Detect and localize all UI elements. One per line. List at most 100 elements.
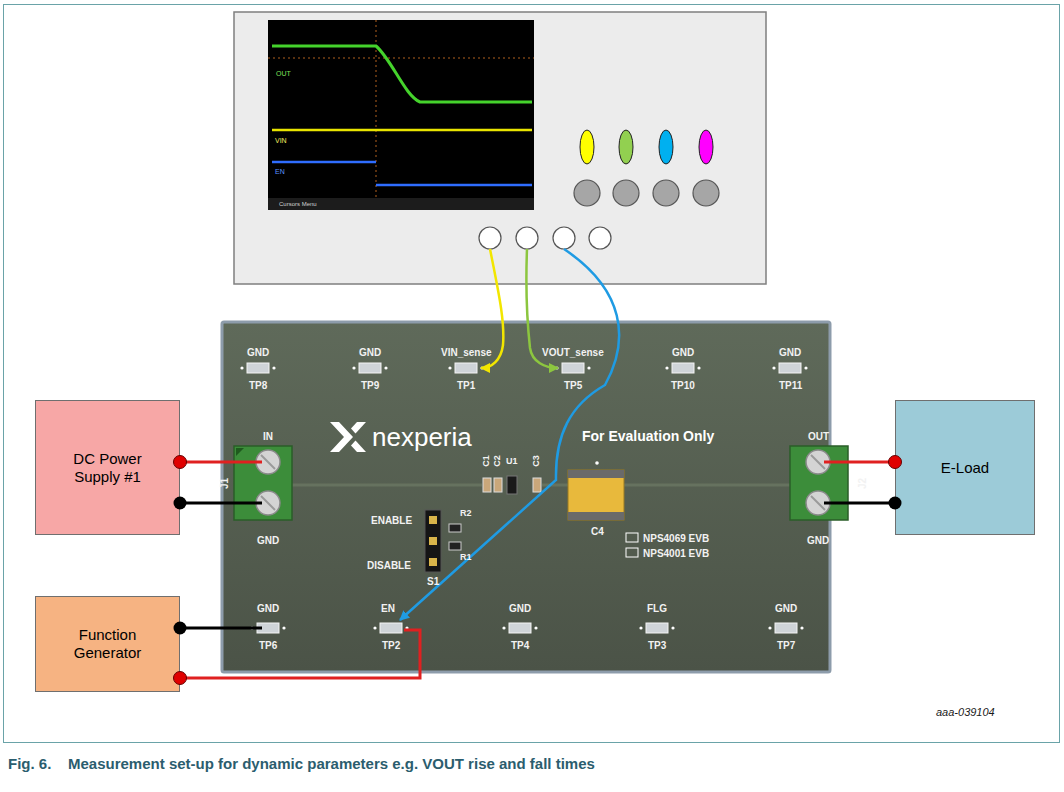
test-point-label: TP1 (457, 380, 475, 391)
jumper-position: ENABLE (371, 515, 412, 526)
jumper-and-resistors (449, 542, 461, 550)
oscilloscope (234, 12, 766, 284)
component-label: C3 (532, 455, 542, 467)
terminal-block-j2 (811, 496, 825, 510)
power-wires (824, 461, 895, 464)
instrument-box: E-Load (895, 400, 1035, 535)
pin-name: GND (672, 347, 694, 358)
terminal-block-j1 (261, 496, 275, 510)
instrument-box: Function Generator (35, 596, 180, 692)
oscilloscope (619, 130, 633, 164)
capacitors-and-ic (483, 461, 624, 520)
test-point-pads (646, 623, 668, 633)
capacitors-and-ic (595, 461, 599, 465)
instrument-name: Function Generator (56, 626, 160, 662)
component-label: S1 (427, 576, 439, 587)
channel-label: VIN (275, 137, 287, 145)
test-point-label: TP10 (671, 380, 695, 391)
test-point-pads (448, 366, 451, 369)
test-point-pads (352, 366, 355, 369)
terminal-dots (174, 456, 187, 469)
oscilloscope (268, 58, 534, 59)
test-point-pads (359, 363, 381, 373)
test-point-pads (697, 366, 700, 369)
terminal-block-j1 (234, 446, 292, 520)
test-point-pads (380, 623, 402, 633)
test-point-pads (672, 363, 694, 373)
component-label: R2 (460, 509, 472, 519)
logo-text: nexperia (372, 423, 472, 452)
oscilloscope (234, 12, 766, 284)
test-point-pads (272, 366, 275, 369)
power-wires (180, 461, 262, 464)
pin-name: GND (779, 347, 801, 358)
test-point-pads (240, 366, 243, 369)
test-point-label: TP9 (361, 380, 379, 391)
jumper-and-resistors (425, 510, 441, 572)
test-point-pads (502, 626, 505, 629)
test-point-pads (534, 626, 537, 629)
terminal-label: GND (257, 535, 279, 546)
component-label: C2 (493, 455, 503, 467)
signal-name: FLG (647, 603, 667, 614)
terminal-label: OUT (808, 431, 829, 442)
instrument-name: E-Load (941, 459, 989, 477)
capacitors-and-ic (533, 478, 541, 492)
jumper-and-resistors (429, 558, 437, 566)
oscilloscope (479, 227, 501, 249)
terminal-block-j1 (234, 446, 292, 520)
test-point-pads (562, 363, 584, 373)
terminal-label: GND (807, 535, 829, 546)
nexperia-logo-mark (330, 422, 353, 452)
test-point-pads (800, 626, 803, 629)
nexperia-logo-mark (351, 441, 366, 453)
variant-label: NPS4001 EVB (643, 548, 709, 559)
power-wires (180, 502, 262, 505)
oscilloscope (699, 130, 713, 164)
test-point-pads (665, 366, 668, 369)
terminal-block-j1 (236, 448, 244, 456)
oscilloscope (516, 227, 538, 249)
signal-name: EN (381, 603, 395, 614)
oscilloscope (659, 130, 673, 164)
test-point-pads (639, 626, 642, 629)
test-point-pads (804, 366, 807, 369)
component-label: U1 (506, 457, 518, 467)
test-point-label: TP4 (511, 640, 529, 651)
figure-caption: Fig. 6. Measurement set-up for dynamic p… (8, 756, 595, 773)
jumper-and-resistors (449, 524, 461, 532)
oscilloscope (272, 129, 532, 132)
oscilloscope (272, 162, 532, 185)
terminal-block-j2 (790, 446, 848, 520)
oscilloscope (693, 180, 719, 206)
test-point-pads (587, 366, 590, 369)
pin-name: GND (509, 603, 531, 614)
test-point-pads (247, 363, 269, 373)
terminal-label: IN (263, 431, 273, 442)
channel-label: OUT (276, 70, 291, 78)
test-point-pads (779, 363, 801, 373)
capacitors-and-ic (494, 478, 502, 492)
oscilloscope (553, 227, 575, 249)
oscilloscope (268, 20, 534, 210)
figure-frame (4, 5, 1060, 743)
capacitors-and-ic (483, 478, 491, 492)
instrument-name: DC Power Supply #1 (56, 450, 160, 486)
terminal-dots (889, 456, 902, 469)
oscilloscope (580, 130, 594, 164)
variant-checkboxes (626, 533, 638, 557)
jumper-and-resistors (429, 537, 437, 545)
evaluation-board (222, 322, 830, 672)
test-point-label: TP3 (648, 640, 666, 651)
connector-label: J1 (219, 478, 230, 489)
channel-label: EN (275, 168, 285, 176)
power-wires (180, 627, 262, 630)
test-point-pads (671, 626, 674, 629)
test-point-pads (775, 623, 797, 633)
nexperia-logo-mark (351, 422, 366, 434)
oscilloscope (653, 180, 679, 206)
menu-label: Cursors Menu (279, 201, 317, 208)
evaluation-board (222, 322, 848, 672)
test-point-pads (282, 626, 285, 629)
